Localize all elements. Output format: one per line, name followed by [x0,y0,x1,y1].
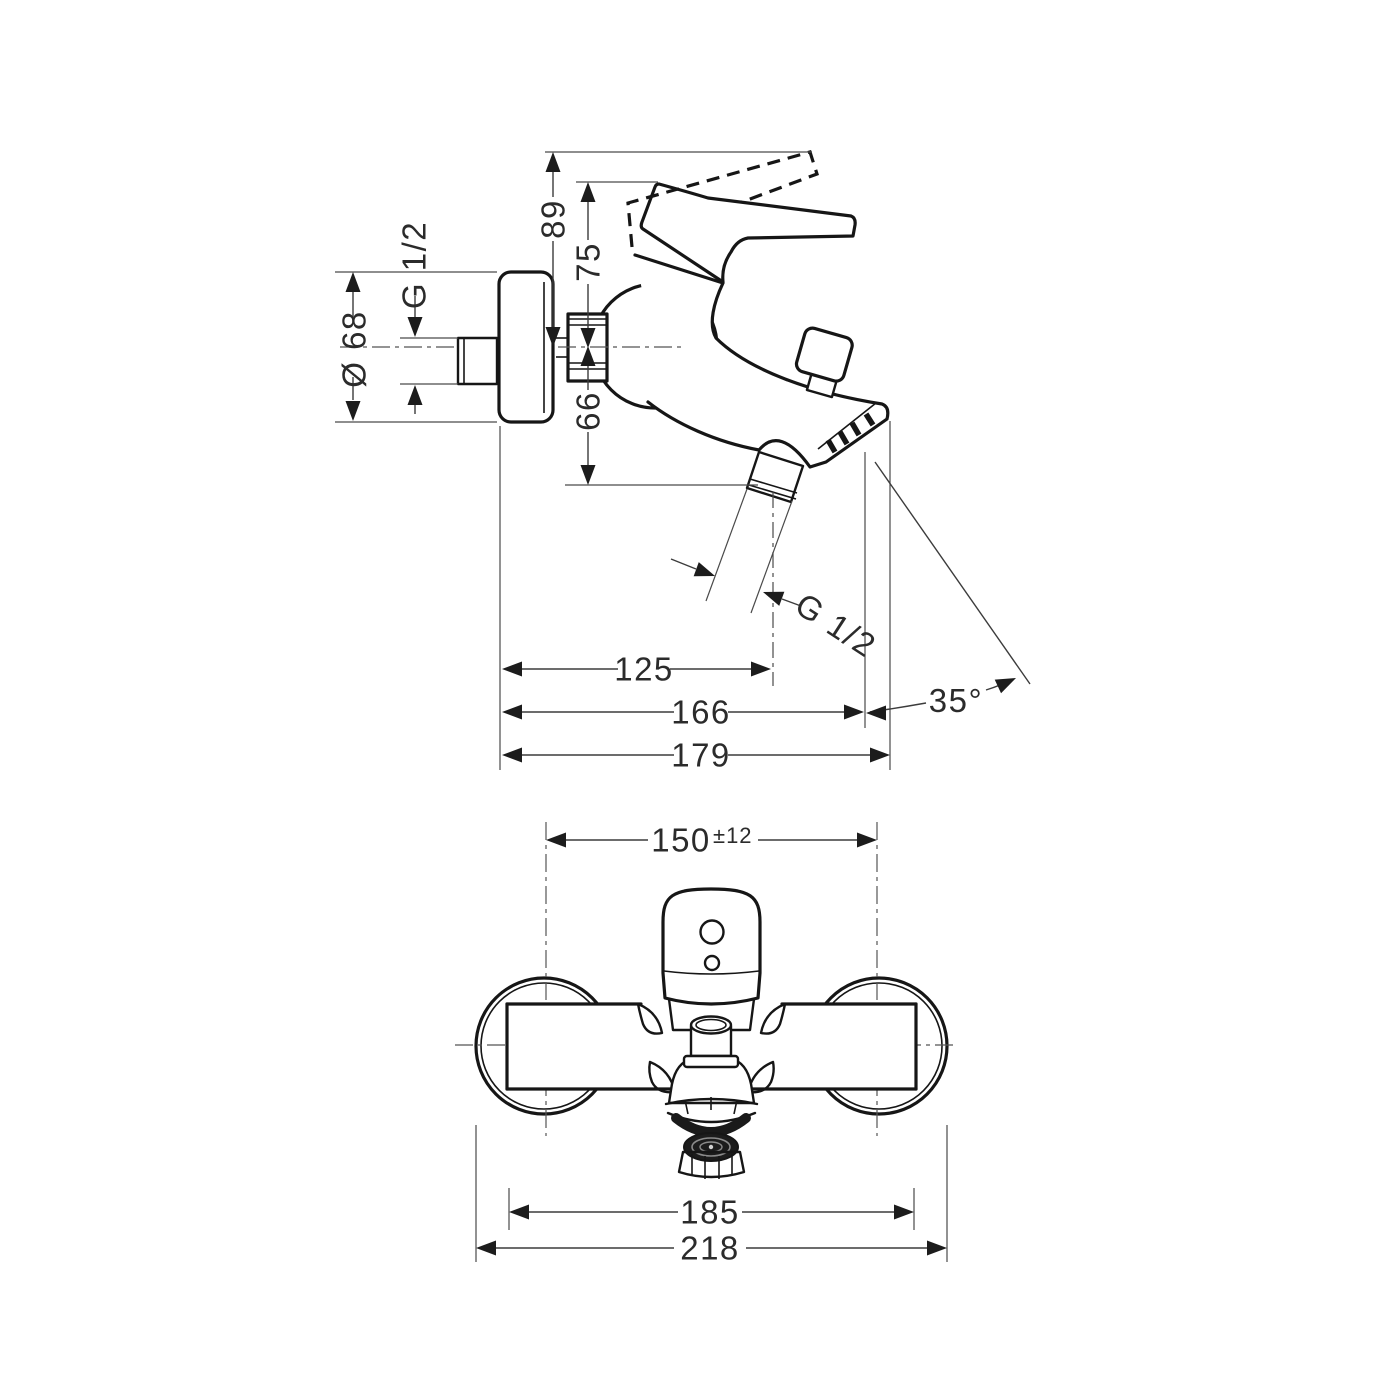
dim-outlet-thread: G 1/2 [670,558,883,665]
diverter-knob [794,326,854,399]
dim-75-label: 75 [570,242,607,282]
spout-front [664,1015,759,1179]
dim-projection-aerator: 166 [502,694,864,731]
front-view-dimensions: 150 ±12 185 218 [475,822,948,1267]
dim-diameter-label: Ø 68 [336,310,373,388]
dim-wall-thread: G 1/2 [396,221,433,414]
aerator-face [683,1132,739,1162]
dim-outlet-thread-label: G 1/2 [789,585,883,664]
dim-125-label: 125 [614,651,674,688]
handle-small-dot-icon [703,954,721,972]
aerator-slot-icon [849,421,862,437]
dim-185-label: 185 [680,1194,740,1231]
dim-height-overall: 89 [535,152,572,347]
aerator-seal-ring [671,1113,751,1137]
dim-35deg-label: 35° [929,682,983,719]
aerator-slot-icon [825,438,838,454]
side-view-dimensions: 89 75 66 [335,151,1031,774]
dim-166-label: 166 [671,694,731,731]
faucet-body-fill [635,255,888,467]
dim-218-label: 218 [680,1230,740,1267]
dim-wall-thread-label: G 1/2 [396,221,433,309]
handle-hot-cold-dot-icon [699,919,725,945]
aerator-slot-icon [863,412,876,427]
handle-front [661,887,762,1006]
side-view: 89 75 66 [335,150,1031,774]
outlet-nozzle [745,450,805,504]
faucet-body-outline [633,253,890,469]
dim-150-label: 150 [651,822,711,859]
lever-handle-closed [639,182,857,284]
dim-89-label: 89 [535,199,572,239]
front-view: 150 ±12 185 218 [455,822,958,1267]
dim-projection-outlet: 125 [502,651,771,688]
dim-overall-width: 218 [475,1125,948,1267]
aerator-collar [677,1150,746,1179]
dim-center-distance: 150 ±12 [546,822,877,859]
dim-spout-angle: 35° [866,461,1031,721]
dim-179-label: 179 [671,737,731,774]
escutcheon-side [497,270,555,424]
dim-66-label: 66 [570,391,607,431]
dim-150-tolerance-label: ±12 [713,823,753,848]
body-wing-curves [636,1002,787,1094]
dim-height-to-handle: 75 [570,182,607,348]
aerator-slot-icon [837,430,850,446]
dim-height-below-center: 66 [570,346,607,485]
dim-projection-overall: 179 [502,737,890,774]
aerator-end-face [817,402,877,454]
dim-escutcheon-diameter: Ø 68 [336,272,373,421]
dim-body-width: 185 [508,1188,915,1231]
